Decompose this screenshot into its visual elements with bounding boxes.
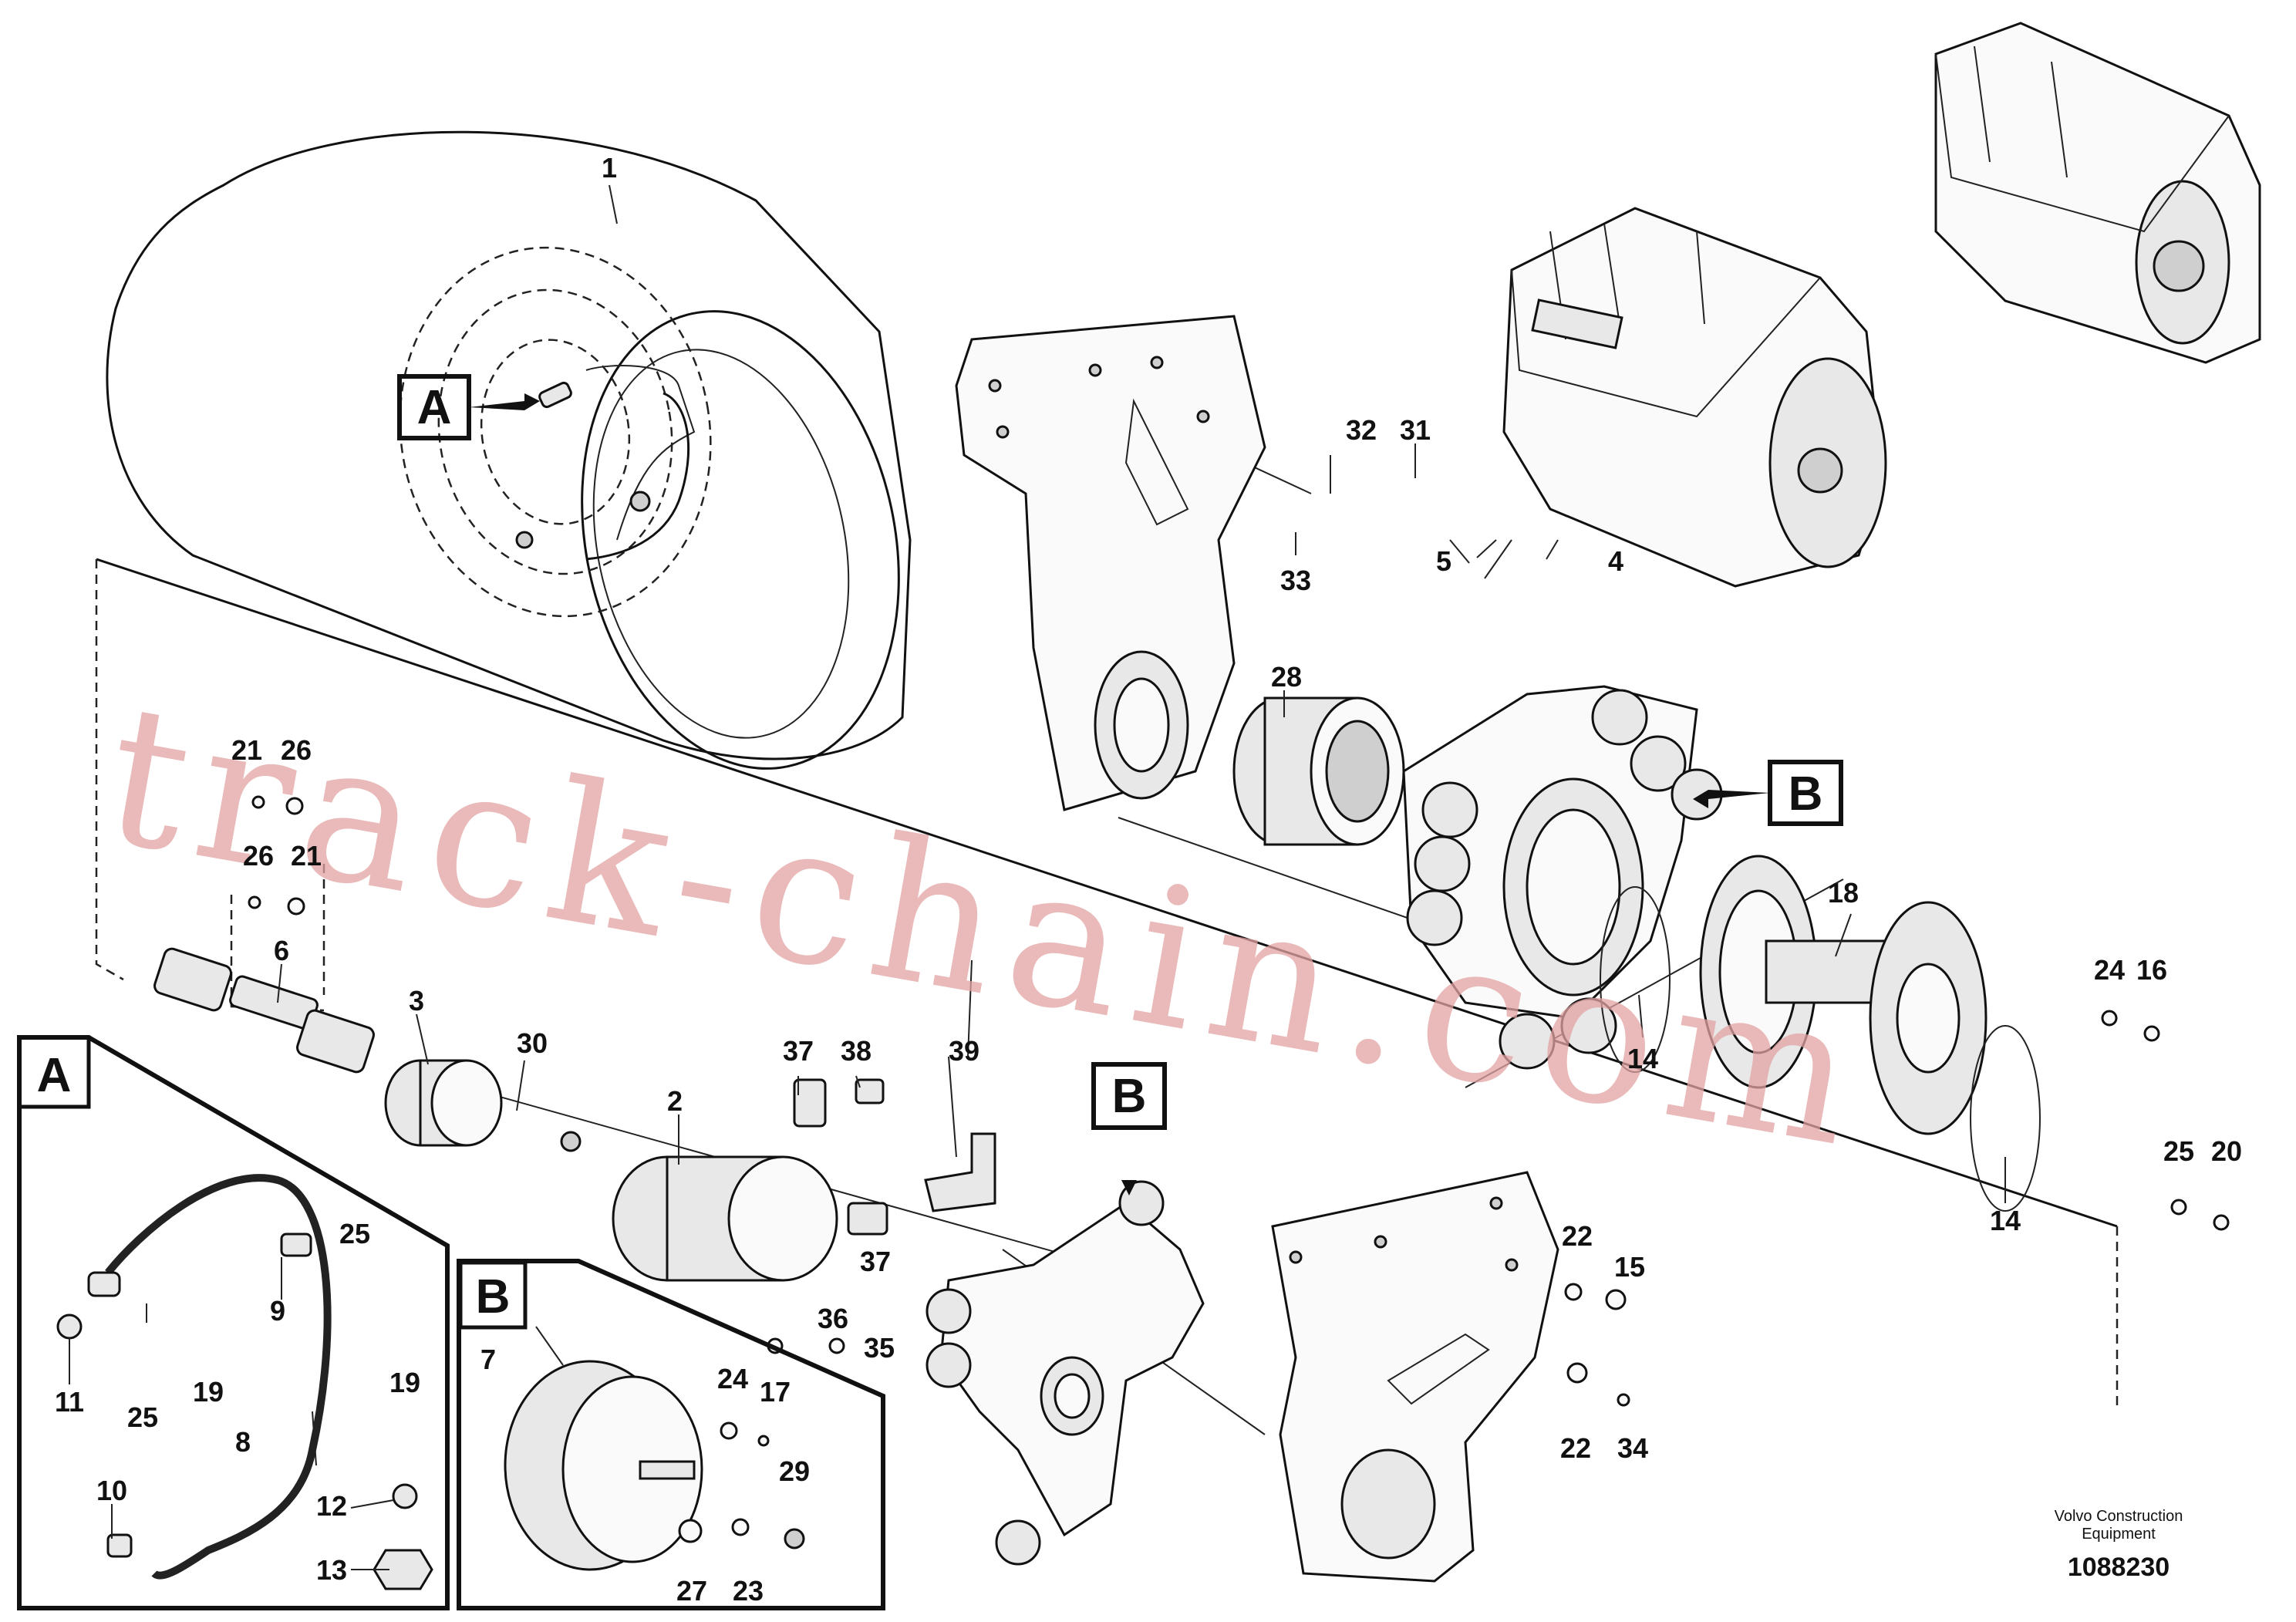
callout-2: 2 bbox=[667, 1085, 683, 1117]
callout-12: 12 bbox=[316, 1490, 347, 1522]
callout-26a: 26 bbox=[281, 734, 312, 766]
callout-23: 23 bbox=[733, 1575, 764, 1607]
publisher-line-2: Equipment bbox=[2082, 1526, 2156, 1543]
coupling-3 bbox=[384, 1059, 503, 1147]
callout-33: 33 bbox=[1280, 565, 1311, 596]
callout-10: 10 bbox=[96, 1475, 127, 1506]
callout-11: 11 bbox=[55, 1386, 84, 1418]
bearing-housing-18 bbox=[1600, 855, 2041, 1212]
callout-37a: 37 bbox=[783, 1035, 814, 1067]
upper-side-plate bbox=[955, 315, 1266, 811]
callout-1: 1 bbox=[602, 152, 617, 184]
callout-8: 8 bbox=[235, 1426, 251, 1458]
drum-frame-assembly-illustration bbox=[1502, 207, 1887, 588]
reference-label-b-lower-text: B bbox=[1112, 1070, 1147, 1123]
callout-22b: 22 bbox=[1560, 1432, 1591, 1464]
callout-30: 30 bbox=[517, 1027, 548, 1059]
detail-frame-a bbox=[17, 1035, 450, 1610]
callout-21a: 21 bbox=[231, 734, 262, 766]
callout-numbers: 1 2 3 4 5 6 7 8 9 10 11 12 13 14 14 15 1… bbox=[55, 152, 2242, 1607]
callout-32: 32 bbox=[1346, 414, 1377, 446]
reference-label-b-lower: B bbox=[1091, 1062, 1167, 1195]
callout-22a: 22 bbox=[1562, 1220, 1593, 1252]
lower-side-plate bbox=[1271, 1171, 1559, 1583]
drum-shell bbox=[106, 130, 912, 770]
publisher-line-1: Volvo Construction bbox=[2054, 1508, 2183, 1525]
drive-motor-28 bbox=[1232, 696, 1405, 846]
callout-25b: 25 bbox=[127, 1401, 158, 1433]
callout-19a: 19 bbox=[193, 1376, 224, 1408]
callout-27: 27 bbox=[676, 1575, 707, 1607]
reference-label-a-text: A bbox=[417, 381, 452, 434]
callout-7: 7 bbox=[480, 1344, 496, 1375]
callout-13: 13 bbox=[316, 1554, 347, 1586]
vibration-motor-2 bbox=[560, 1131, 838, 1282]
callout-3: 3 bbox=[409, 985, 424, 1017]
callout-4: 4 bbox=[1608, 545, 1623, 577]
callout-14a: 14 bbox=[1627, 1043, 1658, 1074]
callout-9: 9 bbox=[270, 1295, 285, 1327]
callout-20: 20 bbox=[2211, 1135, 2242, 1167]
callout-26b: 26 bbox=[243, 840, 274, 872]
callout-6: 6 bbox=[274, 935, 289, 966]
callout-25a: 25 bbox=[339, 1218, 370, 1249]
detail-frame-b bbox=[457, 1259, 885, 1610]
callout-25c: 25 bbox=[2163, 1135, 2194, 1167]
reference-label-b-upper-text: B bbox=[1789, 767, 1823, 821]
detail-b-heading: B bbox=[476, 1270, 511, 1324]
callout-16: 16 bbox=[2136, 954, 2167, 986]
rubber-bracket-assembly-B bbox=[925, 1180, 1205, 1566]
illustration-number: 1088230 bbox=[2067, 1553, 2170, 1582]
callout-24a: 24 bbox=[717, 1363, 748, 1394]
machine-overview-illustration bbox=[1934, 22, 2261, 364]
callout-34: 34 bbox=[1617, 1432, 1648, 1464]
reference-label-a: A bbox=[397, 374, 540, 440]
detail-a-heading: A bbox=[37, 1049, 72, 1102]
callout-31: 31 bbox=[1400, 414, 1431, 446]
callout-5: 5 bbox=[1436, 545, 1451, 577]
callout-14b: 14 bbox=[1990, 1205, 2021, 1236]
fastener-symbols bbox=[248, 795, 2230, 1407]
callout-38: 38 bbox=[841, 1035, 872, 1067]
rubber-element-ring bbox=[1402, 685, 1723, 1070]
hydraulic-fittings-37-39 bbox=[793, 1078, 996, 1236]
callout-24b: 24 bbox=[2094, 954, 2125, 986]
callout-35: 35 bbox=[864, 1332, 895, 1364]
callout-37b: 37 bbox=[860, 1246, 891, 1277]
callout-18: 18 bbox=[1828, 877, 1859, 909]
callout-15: 15 bbox=[1614, 1251, 1645, 1283]
callout-28: 28 bbox=[1271, 661, 1302, 693]
cardan-shaft-6 bbox=[153, 947, 375, 1074]
callout-39: 39 bbox=[949, 1035, 979, 1067]
callout-19b: 19 bbox=[389, 1367, 420, 1398]
callout-leader-lines bbox=[69, 184, 2006, 1570]
publisher-block: Volvo Construction Equipment 1088230 bbox=[1995, 1508, 2242, 1583]
callout-21b: 21 bbox=[291, 840, 322, 872]
callout-29: 29 bbox=[779, 1455, 810, 1487]
callout-36: 36 bbox=[818, 1303, 848, 1334]
reference-label-b-upper: B bbox=[1693, 760, 1843, 826]
callout-17: 17 bbox=[760, 1376, 791, 1408]
